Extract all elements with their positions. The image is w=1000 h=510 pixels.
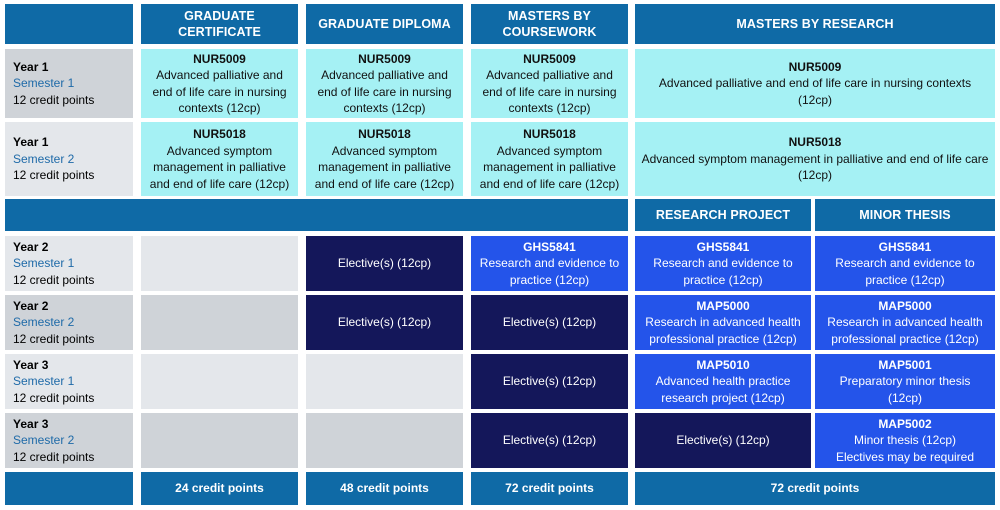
unit-title: Advanced palliative and end of life care… [317,68,452,115]
unit-title: Research and evidence to practice (12cp) [479,256,620,287]
semester-label: Semester 1 [13,76,75,91]
credit-points-label: 12 credit points [13,331,95,346]
unit-title: Preparatory minor thesis (12cp) [839,374,971,405]
unit-cell-map5001-mt: MAP5001 Preparatory minor thesis (12cp) [815,354,995,409]
unit-code: GHS5841 [696,239,750,254]
total-masters-research: 72 credit points [635,472,995,505]
divider-band [5,199,628,231]
unit-cell-nur5009-mc: NUR5009 Advanced palliative and end of l… [471,49,628,118]
footer-corner-cell [5,472,133,505]
unit-cell-map5010-rp: MAP5010 Advanced health practice researc… [635,354,811,409]
row-label-y2s2: Year 2 Semester 2 12 credit points [5,295,133,350]
unit-code: MAP5010 [696,357,750,372]
year-label: Year 1 [13,135,49,150]
semester-label: Semester 1 [13,256,75,271]
unit-code: MAP5000 [696,298,750,313]
unit-cell-map5000-rp: MAP5000 Research in advanced health prof… [635,295,811,350]
unit-code: NUR5018 [358,127,411,141]
unit-title: Advanced symptom management in palliativ… [641,151,989,183]
unit-code: NUR5018 [788,135,842,150]
row-label-y3s1: Year 3 Semester 1 12 credit points [5,354,133,409]
year-label: Year 1 [13,59,49,74]
unit-cell-nur5018-gd: NUR5018 Advanced symptom management in p… [306,122,463,196]
unit-title: Advanced symptom management in palliativ… [314,143,455,191]
corner-cell [5,4,133,44]
empty-cell [141,295,298,350]
year-label: Year 2 [13,239,49,254]
unit-cell-map5002-mt: MAP5002 Minor thesis (12cp) Electives ma… [815,413,995,468]
unit-cell-ghs5841-mc: GHS5841 Research and evidence to practic… [471,236,628,291]
elective-cell: Elective(s) (12cp) [306,236,463,291]
unit-title: Minor thesis (12cp) [853,433,957,448]
total-masters-coursework: 72 credit points [471,472,628,505]
unit-code: GHS5841 [523,239,576,254]
unit-title: Advanced palliative and end of life care… [658,76,972,107]
year-label: Year 2 [13,298,49,313]
total-graduate-diploma: 48 credit points [306,472,463,505]
header-graduate-certificate: GRADUATE CERTIFICATE [141,4,298,44]
empty-cell [141,354,298,409]
row-label-y1s2: Year 1 Semester 2 12 credit points [5,122,133,196]
header-minor-thesis: MINOR THESIS [815,199,995,231]
header-research-project: RESEARCH PROJECT [635,199,811,231]
unit-title: Research in advanced health professional… [827,315,983,346]
credit-points-label: 12 credit points [13,92,95,107]
unit-cell-nur5009-gc: NUR5009 Advanced palliative and end of l… [141,49,298,118]
elective-cell: Elective(s) (12cp) [471,295,628,350]
elective-cell: Elective(s) (12cp) [471,354,628,409]
credit-points-label: 12 credit points [13,449,95,464]
unit-code: GHS5841 [878,239,932,254]
unit-code: NUR5009 [193,51,246,66]
unit-cell-nur5018-gc: NUR5018 Advanced symptom management in p… [141,122,298,196]
total-graduate-certificate: 24 credit points [141,472,298,505]
row-label-y1s1: Year 1 Semester 1 12 credit points [5,49,133,118]
unit-title: Advanced palliative and end of life care… [482,68,617,115]
unit-cell-nur5009-mr: NUR5009 Advanced palliative and end of l… [635,49,995,118]
header-masters-research: MASTERS BY RESEARCH [635,4,995,44]
credit-points-label: 12 credit points [13,390,95,405]
unit-cell-nur5009-gd: NUR5009 Advanced palliative and end of l… [306,49,463,118]
elective-cell: Elective(s) (12cp) [306,295,463,350]
empty-cell [306,354,463,409]
semester-label: Semester 2 [13,151,75,166]
unit-title: Advanced palliative and end of life care… [152,68,287,115]
unit-title: Advanced health practice research projec… [655,374,791,405]
unit-title: Research in advanced health professional… [645,315,801,346]
semester-label: Semester 2 [13,315,75,330]
empty-cell [306,413,463,468]
unit-code: NUR5009 [358,51,411,66]
credit-points-label: 12 credit points [13,272,95,287]
row-label-y2s1: Year 2 Semester 1 12 credit points [5,236,133,291]
unit-code: MAP5002 [878,416,932,431]
header-masters-coursework: MASTERS BY COURSEWORK [471,4,628,44]
year-label: Year 3 [13,416,49,431]
row-label-y3s2: Year 3 Semester 2 12 credit points [5,413,133,468]
empty-cell [141,413,298,468]
elective-cell: Elective(s) (12cp) [471,413,628,468]
unit-title: Advanced symptom management in palliativ… [479,143,620,191]
unit-cell-nur5018-mc: NUR5018 Advanced symptom management in p… [471,122,628,196]
unit-code: MAP5001 [878,357,932,372]
unit-code: NUR5009 [788,59,842,74]
credit-points-label: 12 credit points [13,168,95,183]
unit-title: Advanced symptom management in palliativ… [149,143,290,191]
header-graduate-diploma: GRADUATE DIPLOMA [306,4,463,44]
unit-code: MAP5000 [878,298,932,313]
unit-note: Electives may be required [835,449,975,464]
unit-code: NUR5009 [523,51,576,66]
unit-cell-ghs5841-mt: GHS5841 Research and evidence to practic… [815,236,995,291]
unit-cell-map5000-mt: MAP5000 Research in advanced health prof… [815,295,995,350]
elective-cell: Elective(s) (12cp) [635,413,811,468]
unit-code: NUR5018 [193,127,246,141]
unit-title: Research and evidence to practice (12cp) [835,256,975,287]
semester-label: Semester 1 [13,374,75,389]
year-label: Year 3 [13,357,49,372]
semester-label: Semester 2 [13,433,75,448]
unit-cell-nur5018-mr: NUR5018 Advanced symptom management in p… [635,122,995,196]
unit-title: Research and evidence to practice (12cp) [653,256,793,287]
unit-cell-ghs5841-rp: GHS5841 Research and evidence to practic… [635,236,811,291]
unit-code: NUR5018 [523,127,576,141]
empty-cell [141,236,298,291]
